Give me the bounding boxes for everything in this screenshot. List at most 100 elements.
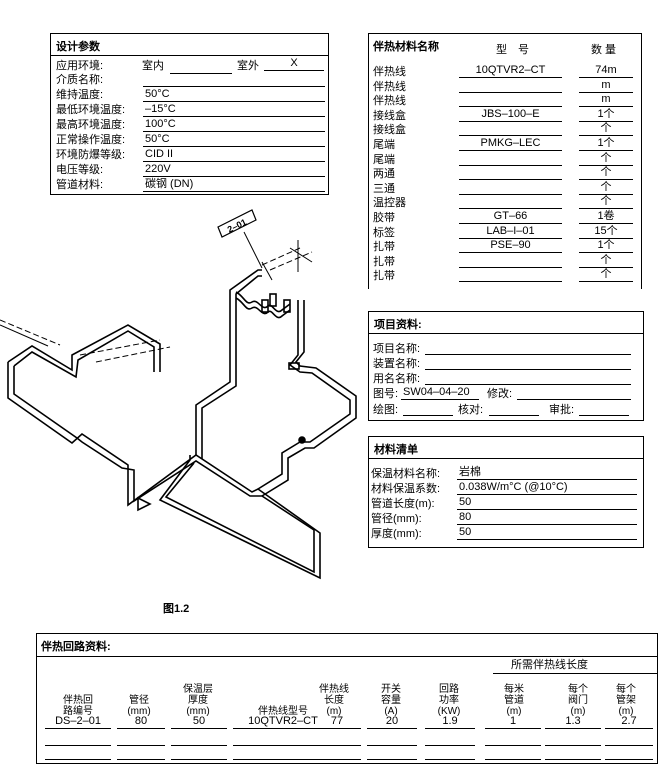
design-param-value[interactable]: CID II — [143, 147, 325, 162]
project-name-field[interactable] — [425, 340, 631, 355]
circuit-cell-empty[interactable] — [367, 745, 417, 760]
material-qty[interactable]: 1个 — [579, 107, 633, 122]
circuit-cell[interactable]: 20 — [367, 714, 417, 729]
material-name: 伴热线 — [373, 95, 406, 108]
circuit-info-panel: 伴热回路资料: 所需伴热线长度 伴热回路编号管径(mm)保温层厚度(mm)伴热线… — [36, 633, 658, 764]
circuit-cell-empty[interactable] — [313, 731, 361, 746]
material-model[interactable] — [459, 253, 562, 268]
circuit-cell-empty[interactable] — [233, 731, 333, 746]
circuit-cell[interactable]: 77 — [313, 714, 361, 729]
material-qty[interactable]: 个 — [579, 165, 633, 181]
circuit-cell-empty[interactable] — [605, 731, 653, 746]
design-param-value[interactable]: 50°C — [143, 87, 325, 102]
design-param-label: 管道材料: — [56, 179, 104, 191]
material-model[interactable] — [459, 78, 562, 93]
circuit-cell-empty[interactable] — [117, 731, 165, 746]
circuit-cell-empty[interactable] — [485, 745, 541, 760]
material-model[interactable]: GT–66 — [459, 209, 562, 224]
circuit-cell[interactable]: 1.9 — [425, 714, 475, 729]
material-qty[interactable]: 1卷 — [579, 209, 633, 224]
insulation-value[interactable]: 80 — [457, 510, 637, 525]
material-qty[interactable]: 74m — [579, 63, 633, 78]
material-model[interactable]: LAB–I–01 — [459, 224, 562, 239]
insulation-materials-title: 材料清单 — [369, 437, 643, 459]
circuit-header-line: 管道 — [504, 695, 524, 706]
circuit-cell[interactable]: 1.3 — [545, 714, 601, 729]
circuit-header-line: (m) — [326, 706, 342, 717]
circuit-cell-empty[interactable] — [171, 745, 227, 760]
material-name: 伴热线 — [373, 66, 406, 78]
circuit-cell-empty[interactable] — [171, 731, 227, 746]
circuit-header-line: 每个 — [616, 684, 636, 695]
material-model[interactable] — [459, 267, 562, 283]
outdoor-field[interactable]: X — [264, 56, 324, 71]
material-qty[interactable]: m — [579, 92, 633, 108]
indoor-field[interactable] — [170, 59, 232, 74]
material-model[interactable] — [459, 194, 562, 210]
material-qty[interactable]: 个 — [579, 180, 633, 195]
circuit-cell-empty[interactable] — [425, 731, 475, 746]
circuit-header-line: 保温层 — [183, 684, 213, 695]
circuit-cell[interactable]: 1 — [485, 714, 541, 729]
material-qty[interactable]: 个 — [579, 267, 633, 283]
checked-by-label: 核对: — [458, 404, 484, 416]
material-qty[interactable]: 1个 — [579, 136, 633, 151]
material-model[interactable]: PMKG–LEC — [459, 136, 562, 151]
insulation-value[interactable]: 0.038W/m°C (@10°C) — [457, 480, 637, 495]
material-qty[interactable]: 15个 — [579, 224, 633, 239]
material-model[interactable]: 10QTVR2–CT — [459, 63, 562, 78]
device-name-field[interactable] — [425, 355, 631, 370]
material-model[interactable] — [459, 165, 562, 181]
material-name: 温控器 — [373, 197, 406, 210]
circuit-cell[interactable]: 2.7 — [605, 714, 653, 729]
circuit-cell-empty[interactable] — [45, 745, 111, 760]
circuit-cell-empty[interactable] — [545, 745, 601, 760]
circuit-cell-empty[interactable] — [233, 745, 333, 760]
material-qty[interactable]: 个 — [579, 121, 633, 137]
circuit-cell-empty[interactable] — [313, 745, 361, 760]
drawn-by-field[interactable] — [403, 401, 453, 416]
circuit-cell-empty[interactable] — [485, 731, 541, 746]
material-model[interactable] — [459, 121, 562, 137]
design-param-value[interactable]: 碳钢 (DN) — [143, 177, 325, 192]
circuit-cell-empty[interactable] — [117, 745, 165, 760]
material-model[interactable]: JBS–100–E — [459, 107, 562, 122]
design-param-label: 最低环境温度: — [56, 104, 126, 116]
material-qty[interactable]: 个 — [579, 151, 633, 166]
insulation-value[interactable]: 50 — [457, 495, 637, 510]
circuit-column-header: 管径(mm) — [117, 695, 161, 717]
design-param-value[interactable] — [143, 72, 325, 87]
insulation-value[interactable]: 岩棉 — [457, 465, 637, 480]
material-model[interactable] — [459, 92, 562, 108]
material-model[interactable] — [459, 180, 562, 195]
approved-by-field[interactable] — [579, 401, 629, 416]
circuit-cell-empty[interactable] — [45, 731, 111, 746]
material-qty[interactable]: 个 — [579, 253, 633, 268]
design-param-value[interactable]: 100°C — [143, 117, 325, 132]
circuit-cell-empty[interactable] — [545, 731, 601, 746]
design-param-value[interactable]: 50°C — [143, 132, 325, 147]
insulation-label: 厚度(mm): — [371, 528, 422, 540]
design-param-value[interactable]: 220V — [143, 162, 325, 177]
circuit-cell-empty[interactable] — [367, 731, 417, 746]
revision-field[interactable] — [517, 385, 631, 400]
circuit-cell-empty[interactable] — [605, 745, 653, 760]
circuit-cell-empty[interactable] — [425, 745, 475, 760]
material-qty[interactable]: 1个 — [579, 238, 633, 254]
material-qty[interactable]: 个 — [579, 194, 633, 210]
material-model[interactable]: PSE–90 — [459, 238, 562, 254]
circuit-header-line: 伴热回 — [63, 695, 93, 706]
material-qty[interactable]: m — [579, 78, 633, 93]
insulation-value[interactable]: 50 — [457, 525, 637, 540]
design-param-value[interactable]: –15°C — [143, 102, 325, 117]
design-parameters-title: 设计参数 — [51, 34, 328, 56]
circuit-cell[interactable]: 10QTVR2–CT — [233, 714, 333, 729]
circuit-cell[interactable]: 50 — [171, 714, 227, 729]
drawing-no-field[interactable]: SW04–04–20 — [401, 385, 479, 400]
circuit-cell[interactable]: 80 — [117, 714, 165, 729]
user-name-field[interactable] — [425, 370, 631, 385]
circuit-cell[interactable]: DS–2–01 — [45, 714, 111, 729]
circuit-column-header: 回路功率(KW) — [425, 684, 473, 717]
material-model[interactable] — [459, 151, 562, 166]
checked-by-field[interactable] — [489, 401, 539, 416]
